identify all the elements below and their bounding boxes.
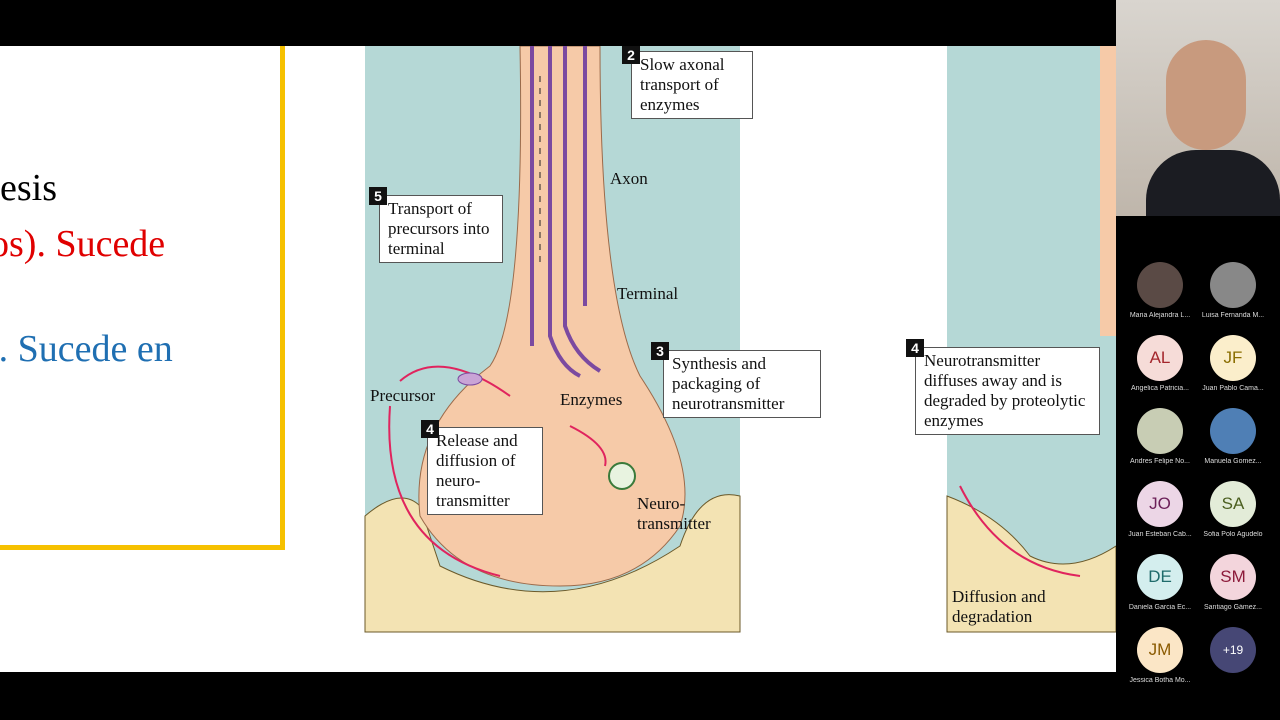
label-slow-axonal-transport: Slow axonal transport of enzymes <box>631 51 753 119</box>
step-5-badge: 5 <box>369 187 387 205</box>
label-terminal: Terminal <box>617 284 679 303</box>
avatar: SM <box>1210 554 1256 600</box>
participant-tile[interactable]: Manuela Gomez... <box>1196 408 1270 465</box>
participant-name: Andres Felipe No... <box>1130 458 1190 465</box>
participant-tile[interactable]: AL Angelica Patricia... <box>1123 335 1197 392</box>
participant-name: Luisa Fernanda M... <box>1201 312 1265 319</box>
neuron-diagram <box>364 46 1116 633</box>
participant-name: Manuela Gomez... <box>1204 458 1262 465</box>
slide-text-box: esis os). Sucede ). Sucede en <box>0 46 285 550</box>
avatar: SA <box>1210 481 1256 527</box>
presenter-face <box>1166 40 1246 150</box>
avatar: JO <box>1137 481 1183 527</box>
avatar <box>1137 262 1183 308</box>
label-neurotransmitter: Neuro-transmitter <box>637 494 711 533</box>
label-axon: Axon <box>610 169 648 188</box>
step-3-badge: 3 <box>651 342 669 360</box>
more-count: +19 <box>1210 627 1256 673</box>
slide-line-1: esis <box>0 167 57 209</box>
participant-name: Daniela Garcia Ec... <box>1128 604 1192 611</box>
avatar: AL <box>1137 335 1183 381</box>
participant-tile[interactable]: JO Juan Esteban Cab... <box>1123 481 1197 538</box>
participant-name: Juan Pablo Cama... <box>1202 385 1264 392</box>
slide-line-3: ). Sucede en <box>0 328 173 370</box>
label-transport-precursors: Transport of precursors into terminal <box>379 195 503 263</box>
participant-name: Juan Esteban Cab... <box>1128 531 1192 538</box>
label-precursor: Precursor <box>370 386 436 405</box>
step-4-badge: 4 <box>421 420 439 438</box>
presenter-video[interactable] <box>1116 0 1280 216</box>
presenter-shirt <box>1146 150 1280 216</box>
participant-name: Santiago Gámez... <box>1204 604 1262 611</box>
label-release-diffusion: Release and diffusion of neuro-transmitt… <box>427 427 543 515</box>
avatar <box>1137 408 1183 454</box>
participant-tile[interactable]: JM Jessica Botha Mo... <box>1123 627 1197 684</box>
participant-tile[interactable]: Maria Alejandra L... <box>1123 262 1197 319</box>
more-participants-button[interactable]: +19 <box>1196 627 1270 673</box>
label-diffusion-degradation: Diffusion and degradation <box>952 587 1046 626</box>
label-diffuses-away: Neurotransmitter diffuses away and is de… <box>915 347 1100 435</box>
participant-tile[interactable]: SM Santiago Gámez... <box>1196 554 1270 611</box>
avatar <box>1210 262 1256 308</box>
slide-line-2: os). Sucede <box>0 223 166 265</box>
participant-name: Sofia Polo Agudelo <box>1203 531 1263 538</box>
avatar <box>1210 408 1256 454</box>
participant-tile[interactable]: Luisa Fernanda M... <box>1196 262 1270 319</box>
participant-name: Jessica Botha Mo... <box>1129 677 1191 684</box>
participants-panel: Maria Alejandra L... Luisa Fernanda M... A… <box>1116 0 1280 720</box>
avatar: JF <box>1210 335 1256 381</box>
participant-name: Angelica Patricia... <box>1131 385 1189 392</box>
avatar: DE <box>1137 554 1183 600</box>
participant-name: Maria Alejandra L... <box>1129 312 1191 319</box>
label-enzymes: Enzymes <box>560 390 623 409</box>
avatar: JM <box>1137 627 1183 673</box>
step-2-badge: 2 <box>622 46 640 64</box>
participant-tile[interactable]: JF Juan Pablo Cama... <box>1196 335 1270 392</box>
participant-tile[interactable]: SA Sofia Polo Agudelo <box>1196 481 1270 538</box>
step-4b-badge: 4 <box>906 339 924 357</box>
shared-slide: esis os). Sucede ). Sucede en 2 Slow axo… <box>0 46 1116 672</box>
participant-tile[interactable]: DE Daniela Garcia Ec... <box>1123 554 1197 611</box>
participant-tile[interactable]: Andres Felipe No... <box>1123 408 1197 465</box>
label-synthesis-packaging: Synthesis and packaging of neurotransmit… <box>663 350 821 418</box>
